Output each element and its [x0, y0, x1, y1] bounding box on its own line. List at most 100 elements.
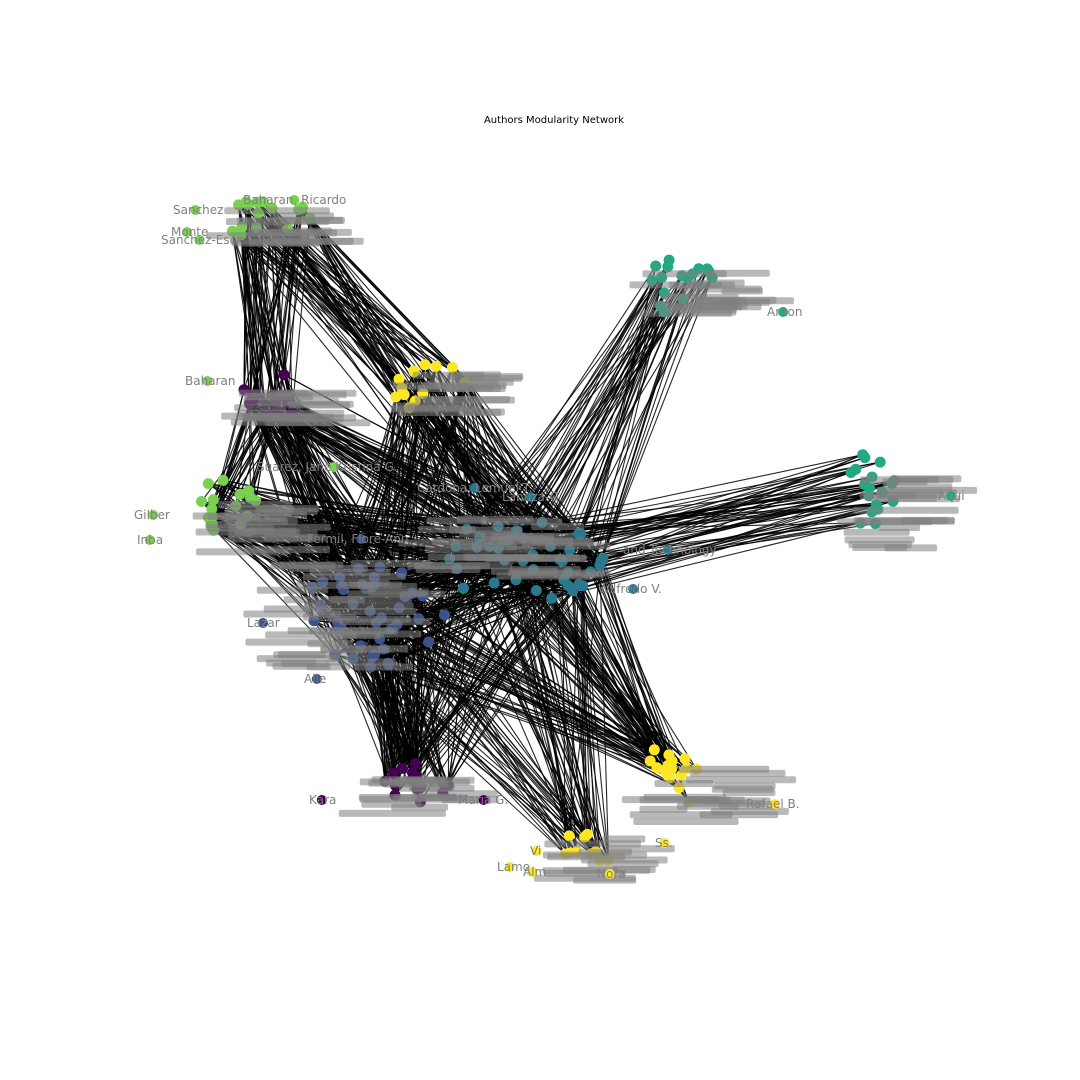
network-node [648, 744, 660, 756]
network-edge [522, 259, 670, 539]
network-edge [248, 415, 275, 491]
node-label: Lamo [497, 860, 530, 874]
node-label: Fermil, Flore-Ann [307, 532, 408, 546]
network-node [419, 359, 431, 371]
network-edge [542, 483, 865, 523]
overlapping-label-mark [447, 373, 524, 381]
node-label: Baharan, Ricardo [243, 193, 346, 207]
overlapping-label-mark [707, 269, 770, 277]
network-edge [541, 454, 863, 523]
overlapping-label-mark [392, 402, 483, 410]
network-edge [601, 480, 895, 562]
overlapping-label-mark [449, 526, 523, 534]
overlapping-label-mark [654, 780, 714, 787]
labeled-node [527, 867, 538, 877]
network-node [874, 456, 886, 468]
overlapping-label-mark [687, 796, 745, 804]
node-label: Lazar [247, 616, 280, 630]
network-edge [384, 545, 551, 782]
overlapping-label-mark [302, 573, 406, 581]
network-edge [600, 268, 708, 561]
network-node [430, 361, 442, 372]
network-node [597, 552, 609, 564]
overlapping-label-mark [224, 517, 288, 525]
labeled-node [289, 195, 300, 205]
network-edge [264, 228, 289, 413]
network-edge [590, 508, 879, 573]
network-edge [600, 560, 682, 776]
network-node [234, 488, 246, 500]
network-node [206, 503, 218, 515]
node-label: Monte [171, 225, 208, 239]
network-node [579, 831, 591, 843]
network-node [398, 389, 410, 401]
overlapping-label-mark [224, 207, 330, 215]
network-edge [479, 495, 869, 538]
network-edge [551, 522, 861, 599]
overlapping-label-mark [278, 651, 326, 659]
overlapping-label-mark [245, 638, 349, 646]
overlapping-label-mark [327, 658, 396, 666]
overlapping-label-mark [503, 535, 546, 543]
overlapping-label-mark [853, 506, 959, 514]
network-edge [601, 471, 852, 562]
network-edge [516, 461, 881, 532]
network-edge [522, 292, 665, 562]
network-edge [394, 571, 592, 796]
network-edge [241, 227, 250, 404]
overlapping-label-mark [263, 511, 308, 519]
network-node [650, 260, 662, 272]
network-node [242, 198, 254, 210]
network-edge [497, 548, 586, 838]
overlapping-label-mark [884, 544, 938, 552]
overlapping-label-mark [463, 553, 539, 561]
overlapping-label-mark [639, 805, 688, 813]
network-node [530, 585, 542, 596]
network-edge [392, 568, 458, 774]
network-node [679, 753, 691, 765]
labeled-node [316, 795, 327, 805]
overlapping-label-mark [234, 404, 287, 412]
labeled-node [144, 535, 155, 545]
network-edge [600, 560, 669, 777]
network-edge [497, 266, 669, 527]
network-edge [476, 546, 610, 860]
network-edge [447, 537, 480, 786]
network-node [662, 261, 674, 273]
overlapping-label-mark [232, 239, 320, 247]
overlapping-label-mark [629, 281, 736, 289]
labeled-node [531, 846, 542, 856]
overlapping-label-mark [279, 561, 344, 569]
overlapping-label-mark [633, 818, 739, 825]
node-label: Aqui [938, 489, 965, 503]
overlapping-label-mark [272, 662, 331, 670]
network-node [393, 373, 405, 385]
network-edge [384, 546, 457, 782]
network-edge [602, 557, 670, 756]
network-edge [424, 364, 480, 538]
network-edge [579, 277, 713, 534]
network-node [577, 580, 589, 592]
network-edge [455, 273, 694, 547]
network-node [407, 767, 419, 779]
network-edge [504, 482, 892, 542]
overlapping-label-mark [392, 382, 468, 390]
overlapping-label-mark [542, 867, 618, 875]
network-node [563, 830, 575, 842]
labeled-node [478, 795, 489, 805]
overlapping-label-mark [246, 223, 289, 231]
network-node [396, 762, 408, 774]
overlapping-label-mark [843, 528, 910, 536]
network-edge [419, 529, 468, 802]
labeled-node [769, 799, 780, 809]
overlapping-label-mark [678, 765, 770, 773]
node-label: Sanchez-Escr [161, 233, 241, 247]
node-label: Alle [304, 672, 326, 686]
overlapping-label-mark [330, 596, 413, 604]
network-edge [522, 560, 666, 771]
chart-title: Authors Modularity Network [484, 115, 624, 126]
labeled-node [311, 674, 322, 684]
overlapping-label-mark [195, 528, 256, 536]
network-edge [508, 259, 670, 540]
network-edge [404, 596, 609, 861]
